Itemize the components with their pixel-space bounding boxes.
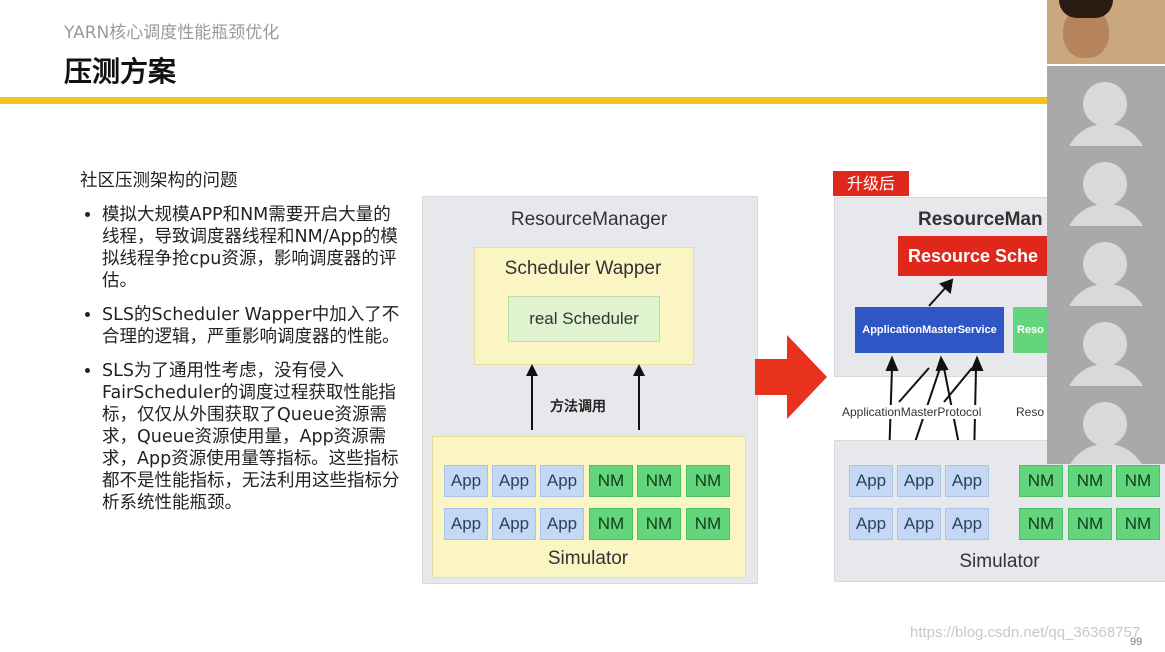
participant-video-placeholder[interactable]: [1047, 386, 1165, 464]
am-protocol-label: ApplicationMasterProtocol: [840, 405, 984, 419]
app-node: App: [897, 465, 941, 497]
watermark-url: https://blog.csdn.net/qq_36368757: [910, 624, 1141, 641]
nm-node: NM: [589, 508, 633, 540]
avatar-icon: [1083, 402, 1127, 446]
app-node: App: [492, 465, 536, 497]
after-simulator-label: Simulator: [959, 551, 1040, 572]
problem-item: SLS为了通用性考虑，没有侵入FairScheduler的调度过程获取性能指标，…: [102, 360, 400, 514]
nm-node: NM: [637, 465, 681, 497]
after-rm-label: ResourceMan: [918, 209, 1043, 230]
app-node: App: [444, 508, 488, 540]
slide-title: 压测方案: [64, 55, 177, 88]
participant-video-placeholder[interactable]: [1047, 146, 1165, 226]
avatar-icon: [1083, 242, 1127, 286]
participant-video-placeholder[interactable]: [1047, 66, 1165, 146]
app-node: App: [540, 508, 584, 540]
app-node: App: [945, 508, 989, 540]
problem-description: 社区压测架构的问题 模拟大规模APP和NM需要开启大量的线程，导致调度器线程和N…: [80, 170, 400, 526]
page-number: 99: [1130, 636, 1143, 648]
slide-subtitle: YARN核心调度性能瓶颈优化: [64, 23, 280, 43]
avatar-icon: [1083, 82, 1127, 126]
problem-item: 模拟大规模APP和NM需要开启大量的线程，导致调度器线程和NM/App的模拟线程…: [102, 204, 400, 292]
participant-video-placeholder[interactable]: [1047, 226, 1165, 306]
call-arrow-left: [531, 374, 533, 430]
nm-node: NM: [1019, 465, 1063, 497]
nm-node: NM: [1116, 508, 1160, 540]
app-node: App: [444, 465, 488, 497]
resource-tracker-box: Reso: [1013, 307, 1047, 353]
app-node: App: [540, 465, 584, 497]
nm-node: NM: [589, 465, 633, 497]
before-rm-label: ResourceManager: [510, 209, 668, 230]
resource-protocol-label: Reso: [1016, 405, 1045, 419]
problem-list: 模拟大规模APP和NM需要开启大量的线程，导致调度器线程和NM/App的模拟线程…: [80, 204, 400, 514]
participant-video-active[interactable]: [1047, 0, 1165, 64]
avatar-icon: [1083, 162, 1127, 206]
call-arrow-left-head: [526, 364, 538, 376]
nm-node: NM: [1116, 465, 1160, 497]
app-node: App: [849, 508, 893, 540]
nm-node: NM: [1068, 508, 1112, 540]
app-node: App: [492, 508, 536, 540]
nm-node: NM: [637, 508, 681, 540]
problem-item: SLS的Scheduler Wapper中加入了不合理的逻辑，严重影响调度器的性…: [102, 304, 400, 348]
title-underline-bar: [0, 97, 1165, 104]
problem-heading: 社区压测架构的问题: [80, 171, 238, 191]
nm-node: NM: [686, 508, 730, 540]
app-node: App: [897, 508, 941, 540]
before-simulator-label: Simulator: [547, 548, 629, 569]
resource-scheduler-box: Resource Sche: [898, 236, 1047, 276]
upgraded-badge: 升级后: [833, 171, 909, 196]
am-service-box: ApplicationMasterService: [855, 307, 1004, 353]
real-scheduler-box: real Scheduler: [508, 296, 660, 342]
before-simulator-box: [432, 436, 746, 578]
app-node: App: [945, 465, 989, 497]
participant-video-placeholder[interactable]: [1047, 306, 1165, 386]
app-node: App: [849, 465, 893, 497]
method-call-label: 方法调用: [550, 399, 606, 415]
nm-node: NM: [686, 465, 730, 497]
call-arrow-right: [638, 374, 640, 430]
nm-node: NM: [1068, 465, 1112, 497]
call-arrow-right-head: [633, 364, 645, 376]
upgrade-arrow-icon: [755, 335, 827, 419]
scheduler-wrapper-label: Scheduler Wapper: [504, 258, 662, 279]
avatar-icon: [1083, 322, 1127, 366]
nm-node: NM: [1019, 508, 1063, 540]
